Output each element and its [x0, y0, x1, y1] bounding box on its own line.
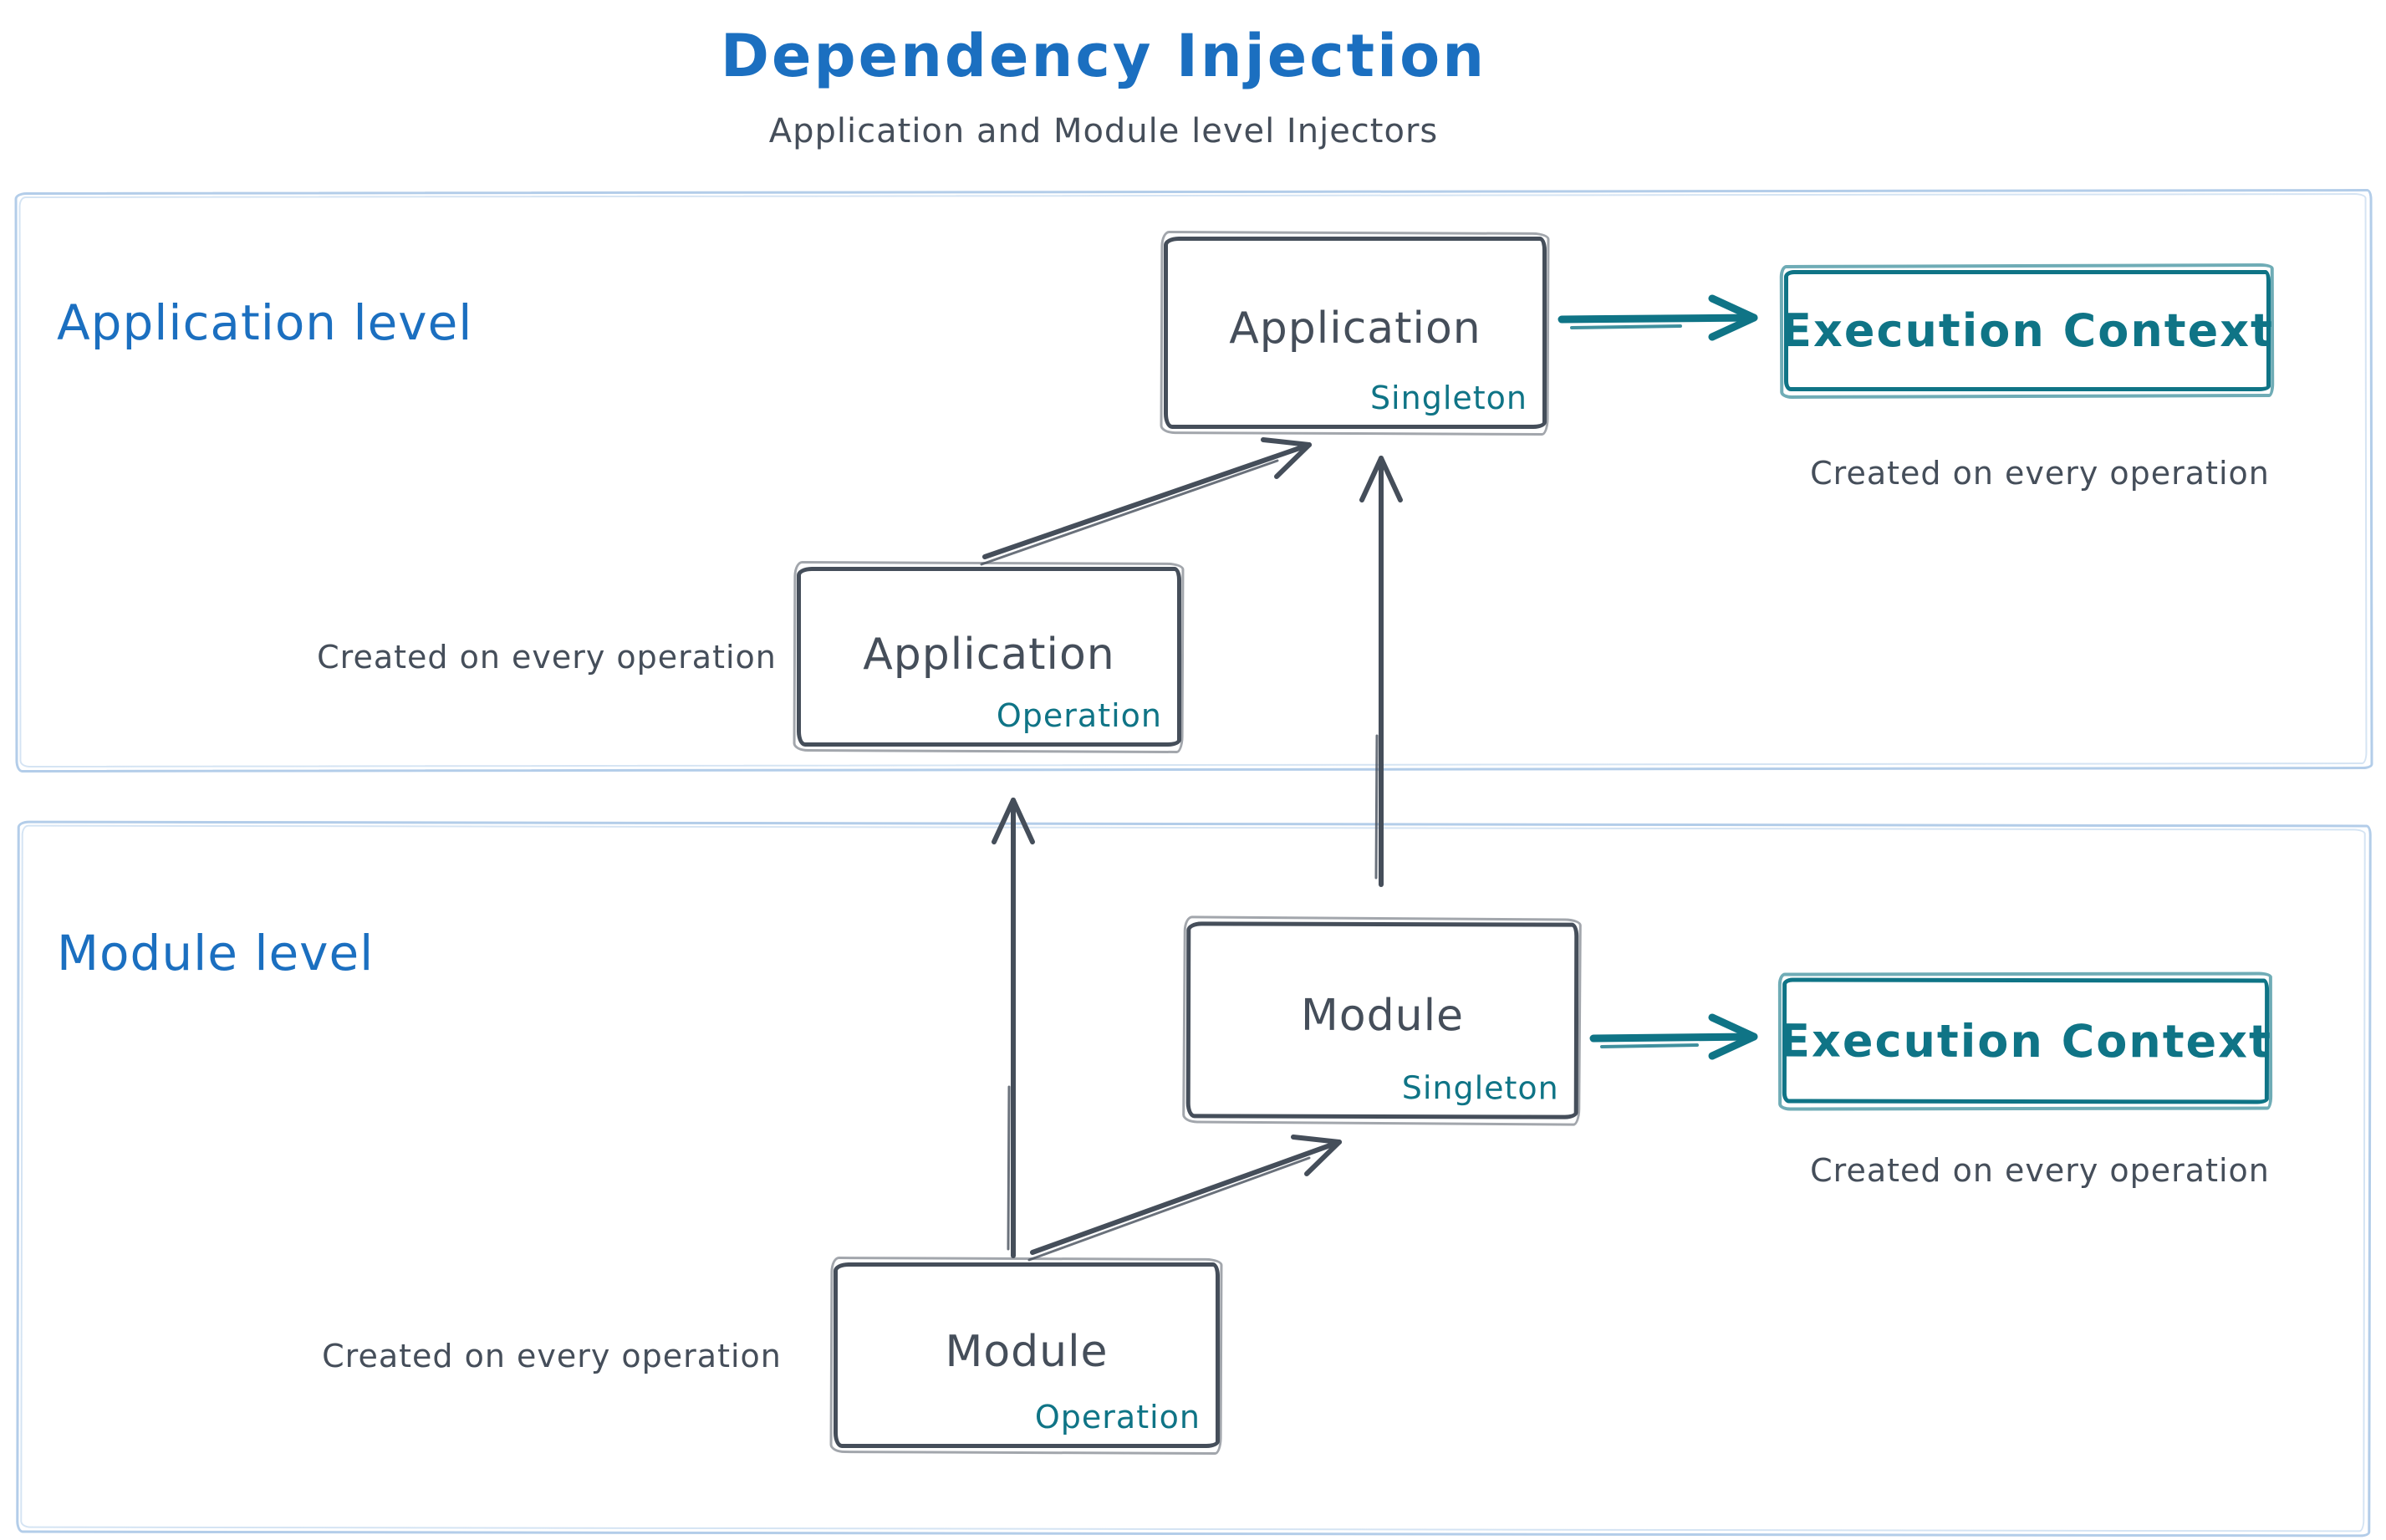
node-title: Module: [1300, 990, 1465, 1041]
execution-context-label: Execution Context: [1779, 1013, 2272, 1068]
note-created-on-every-operation: Created on every operation: [317, 639, 777, 676]
scope-badge-singleton: Singleton: [1369, 380, 1527, 416]
execution-context-label: Execution Context: [1781, 304, 2274, 357]
page-title: Dependency Injection: [720, 22, 1487, 90]
node-execution-context-application: Execution Context: [1781, 270, 2274, 391]
node-title: Application: [863, 629, 1115, 680]
node-application-operation: Application Operation: [797, 567, 1181, 747]
note-created-on-every-operation: Created on every operation: [322, 1338, 782, 1374]
scope-badge-operation: Operation: [1034, 1399, 1201, 1435]
node-execution-context-module: Execution Context: [1779, 977, 2272, 1104]
scope-badge-operation: Operation: [996, 697, 1162, 734]
node-module-operation: Module Operation: [834, 1262, 1220, 1448]
node-module-singleton: Module Singleton: [1185, 921, 1579, 1119]
module-level-label: Module level: [57, 925, 375, 982]
note-created-on-every-operation: Created on every operation: [1810, 1152, 2270, 1189]
application-level-label: Application level: [57, 294, 473, 351]
note-created-on-every-operation: Created on every operation: [1810, 455, 2270, 492]
page-subtitle: Application and Module level Injectors: [768, 112, 1439, 150]
scope-badge-singleton: Singleton: [1401, 1069, 1559, 1107]
node-title: Module: [945, 1327, 1109, 1378]
node-title: Application: [1229, 303, 1481, 354]
node-application-singleton: Application Singleton: [1164, 237, 1547, 429]
